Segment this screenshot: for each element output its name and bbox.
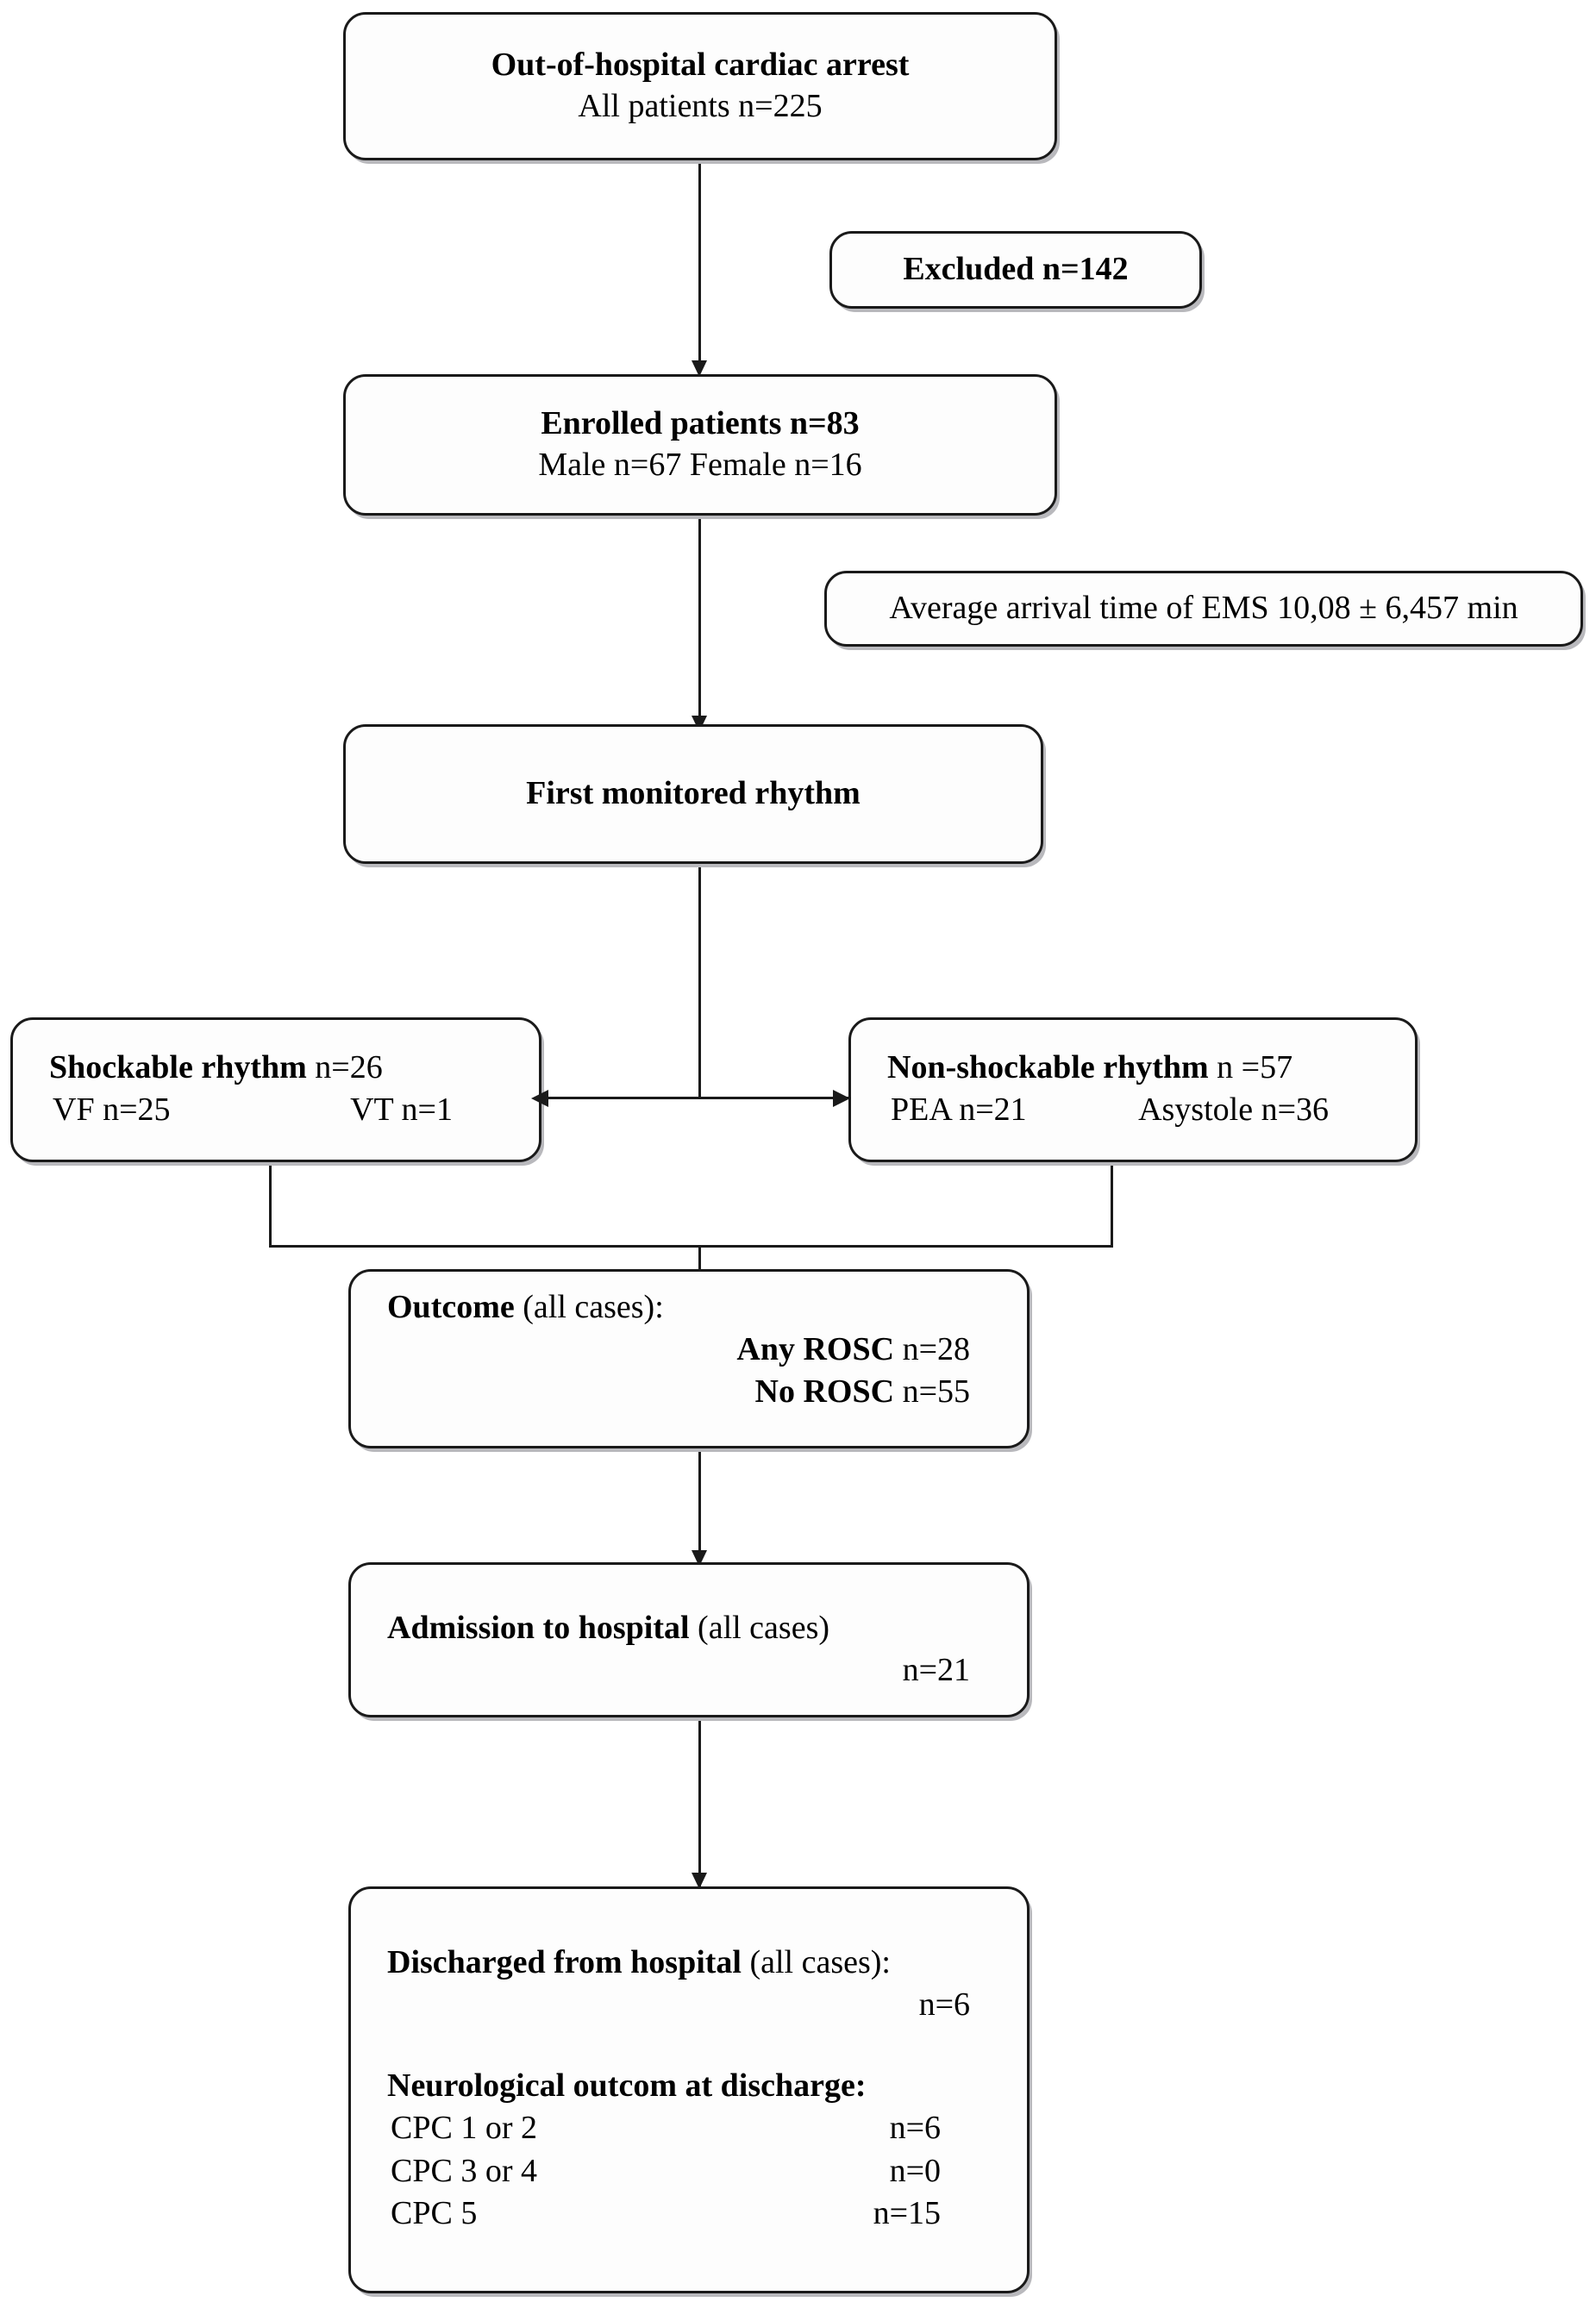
neuro-value-cpc-5: n=15	[873, 2194, 941, 2231]
excluded-label: Excluded n=142	[903, 251, 1129, 288]
non-shockable-count: n =57	[1217, 1049, 1293, 1086]
connector-first-rhythm-to-split	[698, 864, 701, 1098]
shockable-title-line: Shockable rhythm n=26	[13, 1048, 539, 1089]
node-non-shockable-rhythm: Non-shockable rhythm n =57 PEA n=21 Asys…	[848, 1017, 1418, 1162]
node-shockable-rhythm: Shockable rhythm n=26 VF n=25 VT n=1	[10, 1017, 541, 1162]
first-rhythm-label: First monitored rhythm	[526, 775, 861, 812]
connector-outcome-to-admission	[698, 1448, 701, 1562]
non-shockable-title-line: Non-shockable rhythm n =57	[851, 1048, 1415, 1089]
arrowhead-source-to-enrolled	[692, 360, 707, 377]
neuro-label-cpc-5: CPC 5	[391, 2194, 478, 2231]
neuro-row-cpc-1-or-2: CPC 1 or 2 n=6	[351, 2107, 1027, 2149]
connector-enrolled-to-first-rhythm	[698, 516, 701, 728]
admission-title-suffix: (all cases)	[698, 1610, 830, 1646]
connector-source-to-enrolled	[698, 160, 701, 372]
neuro-outcome-heading: Neurological outcom at discharge:	[387, 2067, 867, 2105]
node-discharged-from-hospital: Discharged from hospital (all cases): n=…	[348, 1886, 1030, 2293]
non-shockable-pea: PEA n=21	[891, 1092, 1027, 1129]
outcome-any-rosc-value: n=28	[902, 1330, 970, 1367]
neuro-row-cpc-5: CPC 5 n=15	[351, 2193, 1027, 2235]
arrowhead-split-right	[833, 1090, 850, 1107]
discharged-title-suffix: (all cases):	[749, 1944, 891, 1980]
connector-admission-to-discharged	[698, 1717, 701, 1886]
outcome-no-rosc-value: n=55	[902, 1373, 970, 1411]
ems-label: Average arrival time of EMS 10,08 ± 6,45…	[889, 590, 1518, 627]
node-outcome: Outcome (all cases): Any ROSC n=28 No RO…	[348, 1269, 1030, 1448]
non-shockable-title: Non-shockable rhythm	[887, 1049, 1209, 1086]
outcome-title-suffix: (all cases):	[523, 1289, 664, 1325]
node-enrolled-patients: Enrolled patients n=83 Male n=67 Female …	[343, 374, 1057, 516]
source-title: Out-of-hospital cardiac arrest	[491, 47, 910, 84]
source-subtitle: All patients n=225	[578, 88, 823, 124]
node-first-monitored-rhythm: First monitored rhythm	[343, 724, 1043, 864]
discharged-title-line: Discharged from hospital (all cases):	[351, 1942, 1027, 1984]
non-shockable-subrow: PEA n=21 Asystole n=36	[851, 1089, 1415, 1131]
discharged-spacer	[351, 2026, 1027, 2066]
connector-rhythm-split-horizontal	[541, 1097, 848, 1099]
shockable-title: Shockable rhythm	[49, 1049, 307, 1086]
outcome-no-rosc-label: No ROSC	[754, 1373, 895, 1411]
neuro-value-cpc-3-or-4: n=0	[889, 2152, 941, 2189]
non-shockable-asystole: Asystole n=36	[1138, 1092, 1329, 1129]
shockable-subrow: VF n=25 VT n=1	[13, 1089, 539, 1131]
arrowhead-split-left	[531, 1090, 548, 1107]
outcome-title: Outcome	[387, 1289, 515, 1325]
admission-title-line: Admission to hospital (all cases)	[351, 1608, 1027, 1649]
shockable-vf: VF n=25	[53, 1092, 171, 1129]
neuro-value-cpc-1-or-2: n=6	[889, 2110, 941, 2147]
shockable-vt: VT n=1	[350, 1092, 453, 1129]
node-excluded: Excluded n=142	[829, 231, 1202, 309]
discharged-value: n=6	[918, 1986, 970, 2023]
outcome-any-rosc-label: Any ROSC	[736, 1330, 895, 1367]
outcome-any-rosc-line: Any ROSC n=28	[351, 1329, 1027, 1371]
discharged-title: Discharged from hospital	[387, 1944, 742, 1980]
node-out-of-hospital-cardiac-arrest: Out-of-hospital cardiac arrest All patie…	[343, 12, 1057, 160]
shockable-count: n=26	[315, 1049, 383, 1086]
admission-value: n=21	[902, 1651, 970, 1688]
neuro-row-cpc-3-or-4: CPC 3 or 4 n=0	[351, 2150, 1027, 2193]
node-admission-to-hospital: Admission to hospital (all cases) n=21	[348, 1562, 1030, 1717]
admission-title: Admission to hospital	[387, 1610, 690, 1646]
connector-non-shockable-drop	[1111, 1162, 1113, 1247]
arrowhead-admission-to-discharged	[692, 1873, 707, 1889]
outcome-no-rosc-line: No ROSC n=55	[351, 1371, 1027, 1413]
enrolled-title: Enrolled patients n=83	[541, 405, 860, 442]
neuro-label-cpc-3-or-4: CPC 3 or 4	[391, 2152, 537, 2189]
neuro-label-cpc-1-or-2: CPC 1 or 2	[391, 2110, 537, 2147]
outcome-title-line: Outcome (all cases):	[351, 1287, 1027, 1329]
node-ems-arrival-time: Average arrival time of EMS 10,08 ± 6,45…	[824, 571, 1583, 647]
connector-merge-horizontal	[269, 1245, 1113, 1248]
connector-shockable-drop	[269, 1162, 272, 1247]
enrolled-subtitle: Male n=67 Female n=16	[538, 447, 862, 483]
